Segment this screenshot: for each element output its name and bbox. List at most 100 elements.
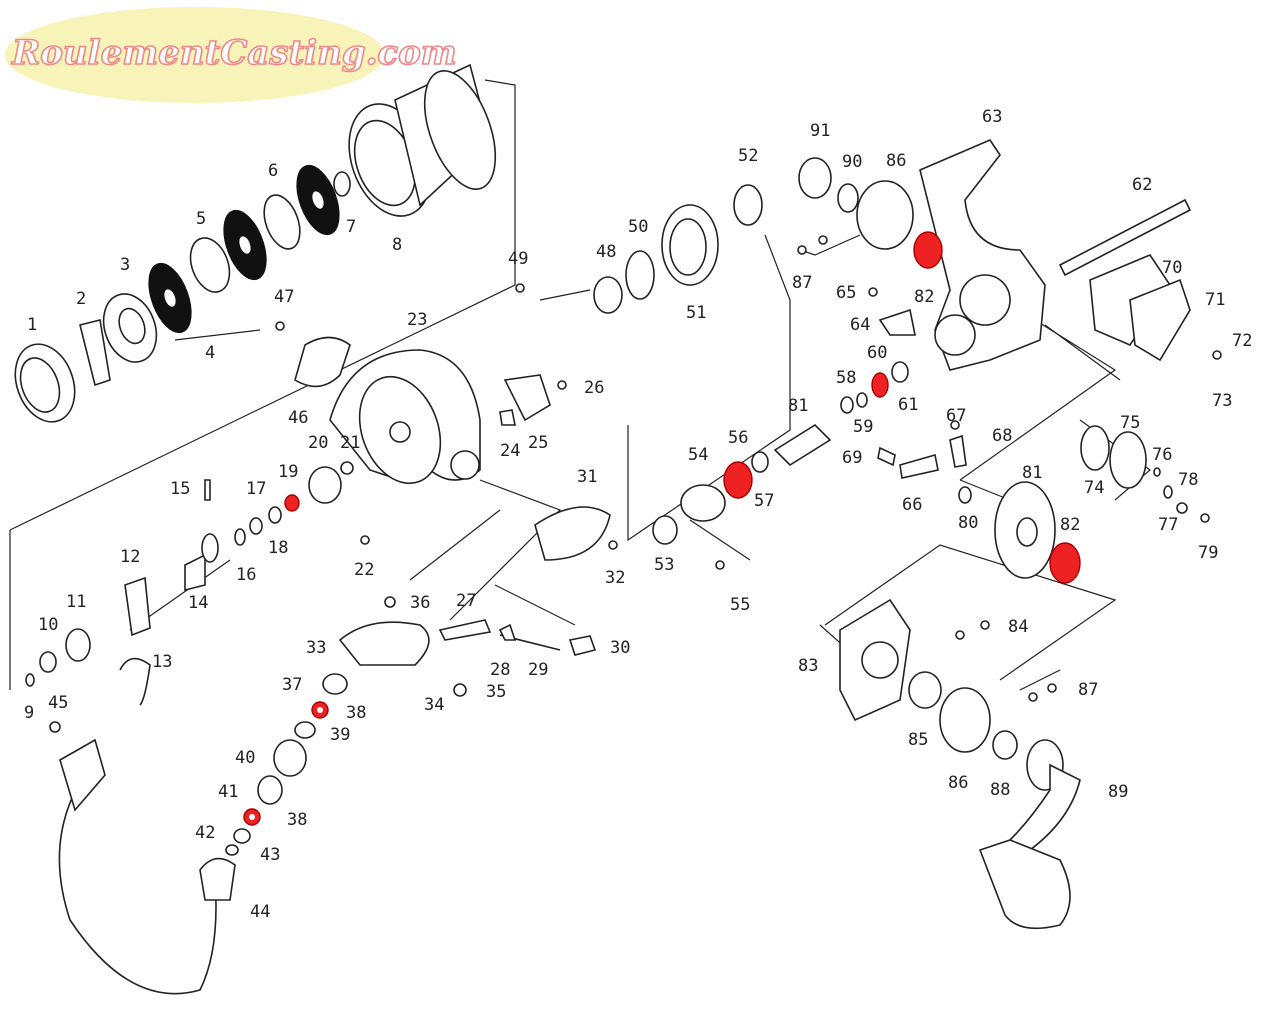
logo-background xyxy=(5,7,385,103)
label-41: 41 xyxy=(218,782,238,802)
label-68: 68 xyxy=(992,426,1012,446)
part-spool-collar xyxy=(593,276,623,314)
label-89: 89 xyxy=(1108,782,1128,802)
part-spacer xyxy=(751,451,769,473)
part-small-washer xyxy=(234,528,246,546)
part-collar xyxy=(340,461,354,475)
label-64: 64 xyxy=(850,315,870,335)
part-nut xyxy=(308,466,342,504)
label-22: 22 xyxy=(354,560,374,580)
label-9: 9 xyxy=(24,703,34,723)
label-75: 75 xyxy=(1120,413,1140,433)
label-14: 14 xyxy=(188,593,208,613)
part-screws xyxy=(49,235,1222,733)
label-44: 44 xyxy=(250,902,270,922)
part-holder xyxy=(503,374,551,422)
label-48: 48 xyxy=(596,242,616,262)
label-56: 56 xyxy=(728,428,748,448)
label-20: 20 xyxy=(308,433,328,453)
part-roller-collar xyxy=(294,721,316,739)
label-69: 69 xyxy=(842,448,862,468)
label-70: 70 xyxy=(1162,258,1182,278)
label-91: 91 xyxy=(810,121,830,141)
label-30: 30 xyxy=(610,638,630,658)
label-87-upper: 87 xyxy=(792,273,812,293)
part-labels: 1 2 3 4 5 6 7 8 9 10 11 12 13 14 15 16 1… xyxy=(24,107,1252,922)
label-84: 84 xyxy=(1008,617,1028,637)
label-3: 3 xyxy=(120,255,130,275)
part-small-washer xyxy=(25,673,35,687)
label-49: 49 xyxy=(508,249,528,269)
label-83: 83 xyxy=(798,656,818,676)
part-roller-washer xyxy=(225,844,239,856)
label-87-lower: 87 xyxy=(1078,680,1098,700)
label-25: 25 xyxy=(528,433,548,453)
part-handle xyxy=(978,739,1081,930)
label-36: 36 xyxy=(410,593,430,613)
label-40: 40 xyxy=(235,748,255,768)
label-77: 77 xyxy=(1158,515,1178,535)
part-clamp xyxy=(878,308,916,336)
label-86-upper: 86 xyxy=(886,151,906,171)
part-pin xyxy=(877,446,896,467)
label-28: 28 xyxy=(490,660,510,680)
part-small-washer xyxy=(1163,485,1173,499)
label-4: 4 xyxy=(205,343,215,363)
part-pinion xyxy=(184,553,206,592)
part-reel-body xyxy=(919,139,1046,371)
part-line-roller-body xyxy=(273,739,307,777)
label-73: 73 xyxy=(1212,391,1232,411)
part-body-screw xyxy=(1058,198,1192,277)
part-handle-cap xyxy=(939,687,991,753)
label-78: 78 xyxy=(1178,470,1198,490)
label-31: 31 xyxy=(577,467,597,487)
part-screw-cap xyxy=(733,184,763,226)
label-81-lower: 81 xyxy=(1022,463,1042,483)
part-oscillating-gear-collar xyxy=(661,204,719,286)
label-32: 32 xyxy=(605,568,625,588)
part-bail-arm-cover xyxy=(534,506,611,561)
part-pinion-flange xyxy=(201,533,219,563)
label-37: 37 xyxy=(282,675,302,695)
part-gear-washer xyxy=(1080,425,1110,471)
label-21: 21 xyxy=(340,433,360,453)
part-clip xyxy=(499,409,516,426)
label-65: 65 xyxy=(836,283,856,303)
label-5: 5 xyxy=(196,209,206,229)
part-clip-ring xyxy=(119,657,151,706)
part-pinion-gear xyxy=(773,423,832,467)
label-74: 74 xyxy=(1084,478,1104,498)
part-holder-plate xyxy=(124,576,151,637)
part-small-washer xyxy=(840,396,854,414)
label-46: 46 xyxy=(288,408,308,428)
label-62: 62 xyxy=(1132,175,1152,195)
label-60: 60 xyxy=(867,343,887,363)
label-10: 10 xyxy=(38,615,58,635)
label-19: 19 xyxy=(278,462,298,482)
part-drive-gear xyxy=(994,481,1056,579)
label-54: 54 xyxy=(688,445,708,465)
label-58: 58 xyxy=(836,368,856,388)
part-o-ring xyxy=(625,250,655,300)
part-washer xyxy=(333,171,351,197)
part-stopper-lever xyxy=(949,434,967,468)
part-roller-washer xyxy=(233,828,251,844)
label-23: 23 xyxy=(407,310,427,330)
part-drive-gear-washer xyxy=(958,486,972,504)
label-16: 16 xyxy=(236,565,256,585)
parts xyxy=(14,63,1222,995)
part-roller-collar xyxy=(257,775,283,805)
label-11: 11 xyxy=(66,592,86,612)
label-26: 26 xyxy=(584,378,604,398)
part-roller-washer xyxy=(322,673,348,695)
label-67: 67 xyxy=(946,406,966,426)
part-small-washer xyxy=(856,392,868,408)
part-bail-spring-holder xyxy=(568,635,597,656)
label-38-upper: 38 xyxy=(346,703,366,723)
label-66: 66 xyxy=(902,495,922,515)
label-8: 8 xyxy=(392,235,402,255)
part-shaft xyxy=(899,453,939,479)
part-cover-washer xyxy=(908,671,942,709)
bearing-82-upper xyxy=(913,231,943,269)
